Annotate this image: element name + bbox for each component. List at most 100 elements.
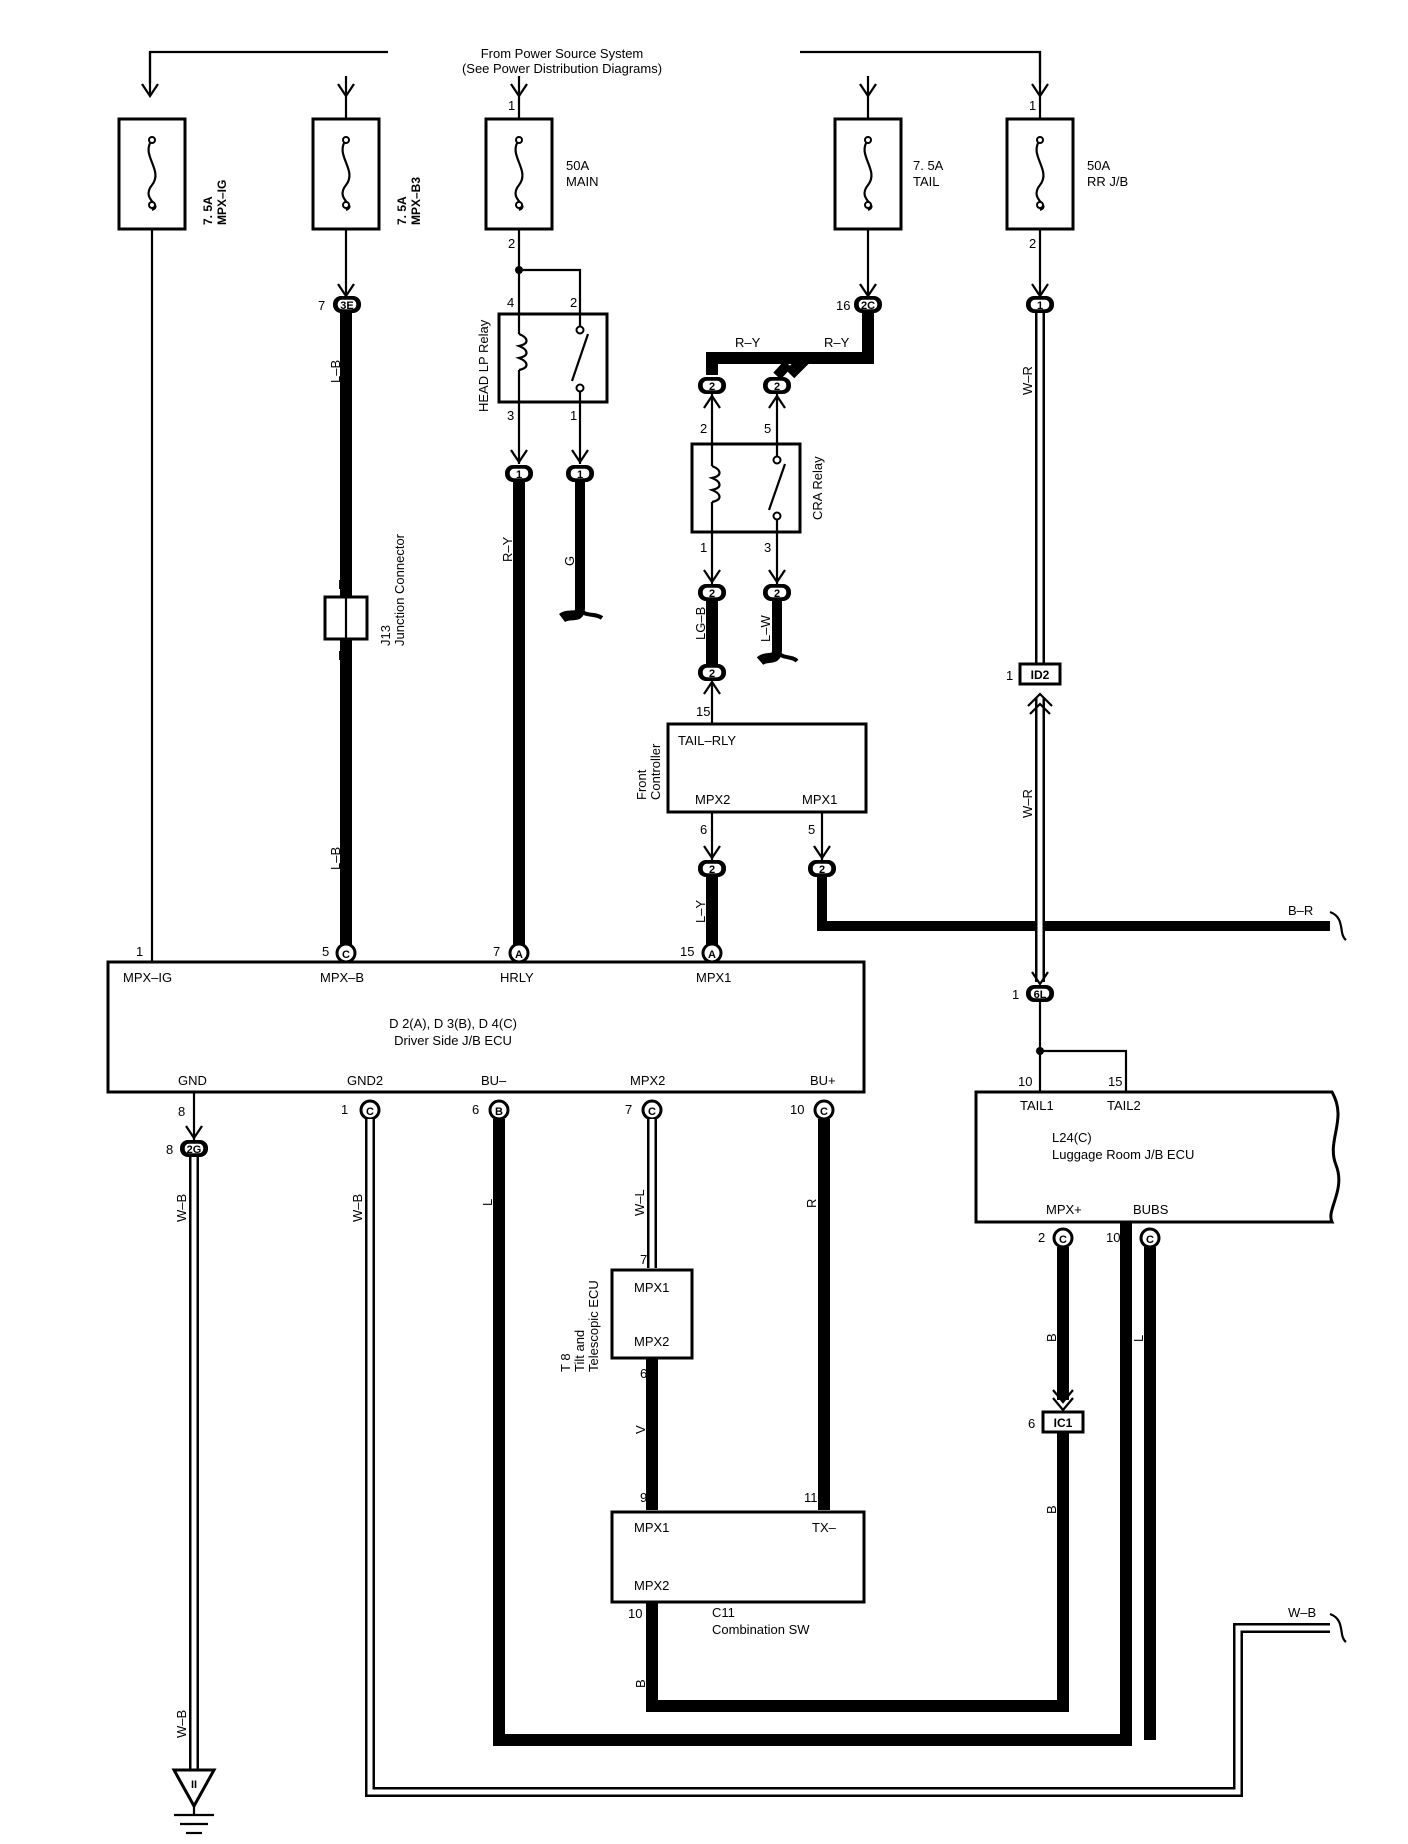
- connector-IC1-id: IC1: [1054, 1416, 1073, 1430]
- driver-ecu-term-hrly: HRLY: [500, 970, 534, 985]
- front-controller-pin5: 5: [808, 822, 815, 837]
- fuse-mpx-b3-name: MPX–B3: [409, 177, 423, 225]
- fuse-main-name: MAIN: [566, 174, 599, 189]
- cra-relay-name: CRA Relay: [810, 456, 825, 520]
- c2-b: 2: [774, 381, 780, 393]
- wire-label-lb-upper: L–B: [328, 360, 343, 383]
- junction-pin-bottom: B: [338, 648, 347, 663]
- front-controller-label1: Front: [634, 769, 649, 800]
- wire-label-b-combo: B: [633, 1679, 648, 1688]
- wire-label-ry-left: R–Y: [735, 335, 761, 350]
- driver-ecu-conn-mpx2: C: [648, 1106, 656, 1118]
- driver-ecu-bot-pin-mpx2: 7: [625, 1102, 632, 1117]
- fuse-rr-amp: 50A: [1087, 158, 1110, 173]
- tail-circuit: 2C 16 R–Y R–Y 2 2 2 5 CR: [690, 229, 882, 724]
- junction-name: Junction Connector: [392, 533, 407, 646]
- connector-2C: 2C 16: [836, 296, 882, 313]
- cra-pin5: 5: [764, 421, 771, 436]
- wire-label-wb-right: W–B: [1288, 1605, 1316, 1620]
- source-line1: From Power Source System: [481, 46, 644, 61]
- luggage-pin15: 15: [1108, 1074, 1122, 1089]
- connector-ID2: ID2 1: [1006, 662, 1062, 686]
- power-source-feed: From Power Source System (See Power Dist…: [141, 46, 1049, 118]
- fuse-main-pin-in: 1: [508, 98, 515, 113]
- combo-mpx2: MPX2: [634, 1578, 669, 1593]
- connector-2G-pin: 8: [166, 1142, 173, 1157]
- gnd2-circuit: W–B W–B: [350, 1119, 1347, 1797]
- driver-ecu-bot-pin-gnd: 8: [178, 1104, 185, 1119]
- bu-minus-circuit: L: [480, 1119, 1132, 1746]
- connector-2-mpx1: 2: [808, 860, 836, 877]
- connector-1-rr-id: 1: [1037, 300, 1043, 312]
- connector-2G-id: 2G: [187, 1144, 202, 1156]
- combo-name: Combination SW: [712, 1622, 810, 1637]
- combo-mpx1: MPX1: [634, 1520, 669, 1535]
- wire-label-b-upper: B: [1044, 1333, 1059, 1342]
- tilt-id: T 8: [558, 1353, 573, 1372]
- source-line2: (See Power Distribution Diagrams): [462, 61, 662, 76]
- fuse-mpx-ig-name: MPX–IG: [215, 180, 229, 225]
- connector-2-cra-right-top: 2: [763, 377, 791, 394]
- connector-2C-id: 2C: [861, 300, 875, 312]
- fuse-mpx-b3-amp: 7. 5A: [395, 196, 409, 225]
- wire-label-wr-upper: W–R: [1020, 366, 1035, 395]
- wire-label-lb-lower: L–B: [328, 847, 343, 870]
- cra-pin1: 1: [700, 540, 707, 555]
- driver-ecu-conn-bu-plus: C: [820, 1106, 828, 1118]
- driver-ecu-conn-bu-minus: B: [495, 1106, 503, 1118]
- driver-ecu-conn-mpx1: A: [708, 949, 716, 961]
- connector-2-lgb: 2: [698, 664, 726, 681]
- luggage-mpx-plus: MPX+: [1046, 1202, 1082, 1217]
- combo-id: C11: [712, 1605, 735, 1620]
- driver-ecu-conn-C-mpxb: C: [335, 942, 357, 964]
- wire-mpx-ig: [150, 229, 260, 970]
- luggage-conn-mpx: C: [1059, 1234, 1067, 1246]
- junction-id: J13: [378, 625, 393, 646]
- c2-c: 2: [709, 588, 715, 600]
- luggage-tail2: TAIL2: [1107, 1098, 1141, 1113]
- combination-switch: 9 11 MPX1 TX– MPX2 10 C11 Combination SW…: [610, 1432, 1069, 1712]
- combo-tx: TX–: [812, 1520, 837, 1535]
- tilt-telescopic-ecu: MPX1 MPX2 T 8 Tilt and Telescopic ECU 6 …: [558, 1268, 694, 1510]
- front-controller-tail-rly: TAIL–RLY: [678, 733, 736, 748]
- head-lp-relay-circuit: 4 2 HEAD LP Relay 3 1 1 1 R–Y: [476, 229, 609, 946]
- connector-3E-id: 3E: [340, 300, 353, 312]
- wire-label-wr-lower: W–R: [1020, 789, 1035, 818]
- tilt-line2: Telescopic ECU: [586, 1280, 601, 1372]
- combo-pin10: 10: [628, 1606, 642, 1621]
- driver-ecu-line2: Driver Side J/B ECU: [394, 1033, 512, 1048]
- connector-2C-pin: 16: [836, 298, 850, 313]
- driver-ecu-bot-pin-bu-plus: 10: [790, 1102, 804, 1117]
- wire-label-ly: L–Y: [693, 900, 708, 923]
- ground-circuit: 2G 8 W–B W–B II: [166, 1092, 217, 1835]
- connector-IC1-pin: 6: [1028, 1416, 1035, 1431]
- front-controller-mpx1: MPX1: [802, 792, 837, 807]
- driver-ecu-term-mpx2: MPX2: [630, 1073, 665, 1088]
- combo-pin9: 9: [640, 1490, 647, 1505]
- connector-2-mpx2: 2: [698, 860, 726, 877]
- cra-relay-box: [690, 442, 802, 534]
- fuse-tail-amp: 7. 5A: [913, 158, 944, 173]
- wire-label-br: B–R: [1288, 903, 1313, 918]
- luggage-pin10: 10: [1018, 1074, 1032, 1089]
- connector-2G: 2G 8: [166, 1140, 208, 1157]
- head-lp-relay-name: HEAD LP Relay: [476, 319, 491, 412]
- front-controller: 15 TAIL–RLY MPX2 MPX1 Front Controller 6…: [634, 704, 1347, 946]
- wire-mpx-b3: 3E 7 L–B L–B B B J13 Junction Connector: [318, 229, 407, 946]
- tilt-pin6: 6: [640, 1366, 647, 1381]
- c2-g: 2: [819, 864, 825, 876]
- driver-ecu-line1: D 2(A), D 3(B), D 4(C): [389, 1016, 517, 1031]
- driver-side-jb-ecu: 1 5 7 15 C A A MPX–IG MPX–B HRLY MPX1 D …: [106, 942, 866, 1121]
- fuse-main-amp: 50A: [566, 158, 589, 173]
- wire-label-wb-gnd-lower: W–B: [174, 1710, 189, 1738]
- driver-ecu-conn-C-mpx2: C: [641, 1099, 663, 1121]
- connector-3E: 3E 7: [318, 296, 361, 313]
- connector-6L-id: 6L: [1034, 989, 1047, 1001]
- front-controller-mpx2: MPX2: [695, 792, 730, 807]
- connector-1-rr: 1: [1026, 296, 1054, 313]
- front-controller-pin6: 6: [700, 822, 707, 837]
- driver-ecu-term-bu-plus: BU+: [810, 1073, 836, 1088]
- driver-ecu-top-pin-1: 1: [136, 944, 143, 959]
- driver-ecu-term-mpxig: MPX–IG: [123, 970, 172, 985]
